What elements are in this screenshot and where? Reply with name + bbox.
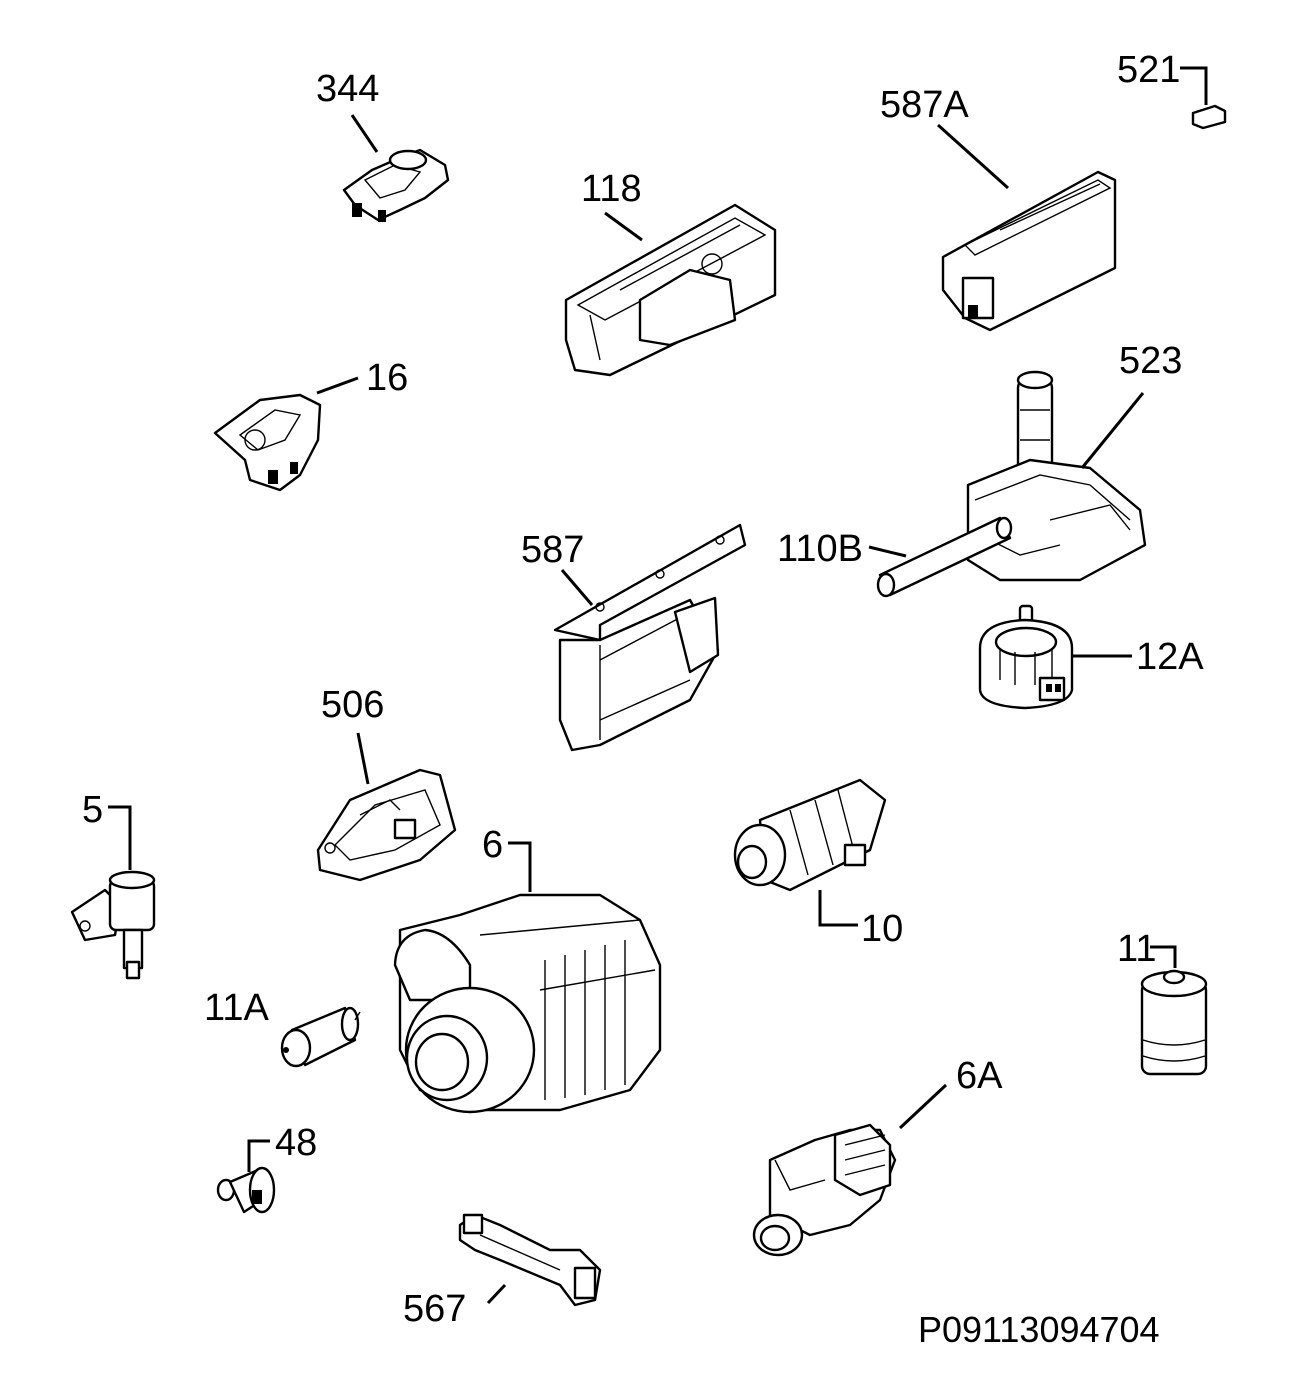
part-110B-leader xyxy=(868,545,907,558)
part-110B-drawing xyxy=(876,516,1013,598)
part-5-leader xyxy=(108,805,132,870)
part-16-label: 16 xyxy=(366,357,408,399)
part-118-leader xyxy=(604,211,643,242)
part-6A-drawing xyxy=(752,1123,897,1257)
part-344-leader xyxy=(350,114,379,153)
part-12A-drawing xyxy=(978,604,1074,710)
part-10-leader xyxy=(818,890,858,927)
part-48-drawing xyxy=(216,1166,276,1214)
part-506-leader xyxy=(356,732,370,785)
part-11A-drawing xyxy=(280,1006,361,1068)
part-506-drawing xyxy=(316,768,457,882)
part-587-label: 587 xyxy=(521,529,584,571)
part-344-label: 344 xyxy=(316,68,379,110)
document-code: P09113094704 xyxy=(918,1309,1160,1350)
part-11-drawing xyxy=(1140,969,1208,1076)
part-118-drawing xyxy=(564,203,777,377)
part-118-label: 118 xyxy=(581,168,642,210)
part-110B-label: 110B xyxy=(777,528,863,570)
part-11-leader xyxy=(1150,945,1177,968)
part-523-leader xyxy=(1080,392,1145,469)
part-5-drawing xyxy=(70,870,156,980)
part-587A-drawing xyxy=(941,170,1117,332)
part-5-label: 5 xyxy=(82,789,103,831)
part-6A-leader xyxy=(898,1083,948,1130)
part-11-label: 11 xyxy=(1117,928,1156,970)
part-344-drawing xyxy=(342,148,450,222)
part-6-label: 6 xyxy=(482,824,503,866)
part-567-label: 567 xyxy=(403,1288,466,1330)
part-6A-label: 6A xyxy=(956,1055,1003,1097)
part-521-label: 521 xyxy=(1117,49,1180,91)
part-48-label: 48 xyxy=(275,1122,317,1164)
part-10-label: 10 xyxy=(861,908,903,950)
part-567-leader xyxy=(486,1283,507,1305)
part-10-drawing xyxy=(733,778,887,892)
part-521-leader xyxy=(1180,66,1208,105)
part-567-drawing xyxy=(458,1213,602,1307)
part-6-leader xyxy=(508,841,532,892)
part-506-label: 506 xyxy=(321,684,384,726)
part-12A-label: 12A xyxy=(1136,636,1204,678)
part-16-leader xyxy=(316,376,359,395)
part-523-drawing xyxy=(966,370,1147,582)
part-48-leader xyxy=(247,1139,270,1172)
part-587A-label: 587A xyxy=(880,84,969,126)
part-587-leader xyxy=(560,569,594,606)
part-587-drawing xyxy=(553,523,747,752)
part-587A-leader xyxy=(936,123,1010,190)
part-521-drawing xyxy=(1191,104,1227,130)
part-6-drawing xyxy=(393,893,662,1114)
part-11A-label: 11A xyxy=(204,987,269,1029)
part-523-label: 523 xyxy=(1119,340,1182,382)
part-16-drawing xyxy=(213,393,322,492)
